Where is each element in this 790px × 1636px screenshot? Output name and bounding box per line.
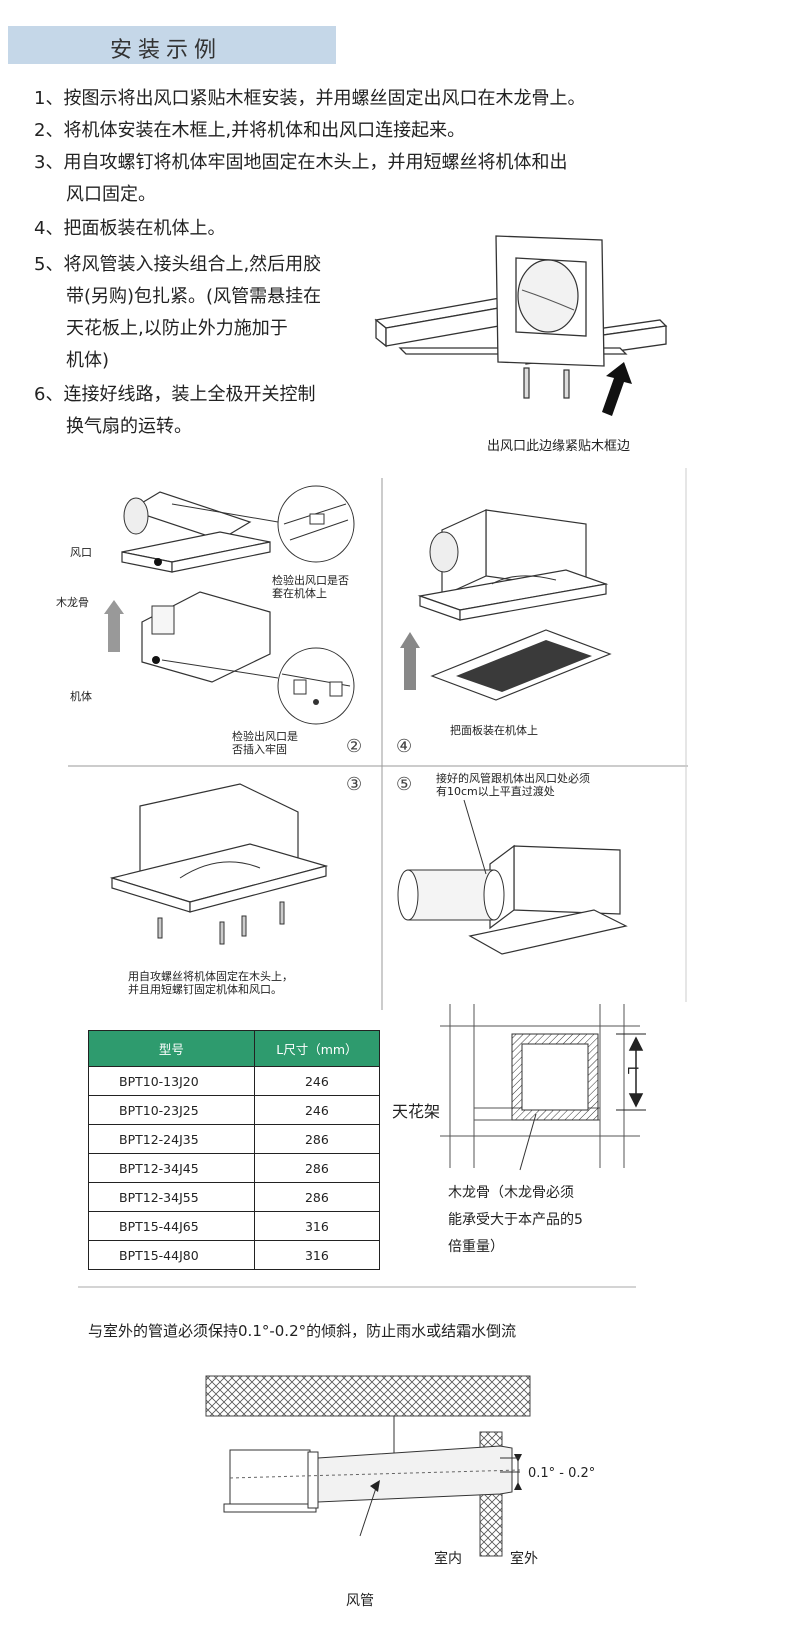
check2-line1: 检验出风口是 <box>232 730 298 743</box>
panel4-number: ④ <box>396 736 413 757</box>
panel3-number: ③ <box>346 774 363 795</box>
cell-size: 286 <box>253 1182 381 1212</box>
page-title: 安装示例 <box>110 38 223 63</box>
check2-line2: 否插入牢固 <box>232 743 287 756</box>
step-5: 5、将风管装入接头组合上,然后用胶 <box>34 254 322 275</box>
panel5-number: ⑤ <box>396 774 413 795</box>
step-3-cont: 风口固定。 <box>66 184 156 205</box>
joist-note-2: 能承受大于本产品的5 <box>448 1212 583 1228</box>
cell-size: 286 <box>253 1124 381 1154</box>
fig1-caption: 出风口此边缘紧贴木框边 <box>487 439 631 454</box>
panel5-caption-1: 接好的风管跟机体出风口处必须 <box>436 772 590 785</box>
cell-model: BPT12-24J35 <box>88 1124 255 1154</box>
panel5-illustration <box>397 799 628 955</box>
cell-model: BPT12-34J55 <box>88 1182 255 1212</box>
joist-note-3: 倍重量） <box>448 1239 504 1255</box>
step-2: 2、将机体安装在木框上,并将机体和出风口连接起来。 <box>34 120 466 141</box>
cell-model: BPT10-13J20 <box>88 1066 255 1096</box>
cell-model: BPT12-34J45 <box>88 1153 255 1183</box>
label-outlet: 风口 <box>70 546 92 559</box>
duct-label: 风管 <box>346 1593 374 1609</box>
slope-note: 与室外的管道必须保持0.1°-0.2°的倾斜，防止雨水或结霜水倒流 <box>88 1322 517 1340</box>
title-banner <box>8 26 336 64</box>
label-joist: 木龙骨 <box>56 596 89 609</box>
panel2-illustration <box>104 491 279 683</box>
panel3-caption-2: 并且用短螺钉固定机体和风口。 <box>128 983 282 996</box>
joist-note-1: 木龙骨（木龙骨必须 <box>448 1185 574 1201</box>
step-5-cont3: 机体) <box>66 350 110 371</box>
panel3-illustration <box>109 783 329 945</box>
dim-label: L <box>623 1066 640 1074</box>
panel4-caption: 把面板装在机体上 <box>450 724 538 737</box>
step-1: 1、按图示将出风口紧贴木框安装，并用螺丝固定出风口在木龙骨上。 <box>34 88 586 109</box>
cell-model: BPT15-44J80 <box>88 1240 255 1270</box>
cell-size: 286 <box>253 1153 381 1183</box>
step-5-cont2: 天花板上,以防止外力施加于 <box>66 318 288 339</box>
cell-model: BPT15-44J65 <box>88 1211 255 1241</box>
panel2-number: ② <box>346 736 363 757</box>
step-3: 3、用自攻螺钉将机体牢固地固定在木头上，并用短螺丝将机体和出 <box>34 152 568 173</box>
label-body: 机体 <box>70 690 92 703</box>
panel4-illustration <box>400 509 612 701</box>
frame-label: 天花架 <box>392 1102 441 1121</box>
step-6-cont: 换气扇的运转。 <box>66 416 192 437</box>
panel2-detail-bottom <box>277 647 355 725</box>
panel3-caption-1: 用自攻螺丝将机体固定在木头上， <box>128 970 293 983</box>
panel2-detail-top <box>277 485 355 563</box>
step-5-cont1: 带(另购)包扎紧。(风管需悬挂在 <box>66 286 322 307</box>
cell-size: 246 <box>253 1066 381 1096</box>
cell-model: BPT10-23J25 <box>88 1095 255 1125</box>
check1-line1: 检验出风口是否 <box>272 574 349 587</box>
outlet-install-illustration <box>374 235 668 416</box>
check1-line2: 套在机体上 <box>272 587 327 600</box>
duct-angle-label: 0.1° - 0.2° <box>528 1466 596 1481</box>
indoor-label: 室内 <box>434 1551 462 1567</box>
step-6: 6、连接好线路，装上全极开关控制 <box>34 384 316 405</box>
ceiling-frame-diagram <box>440 1004 646 1171</box>
cell-size: 316 <box>253 1240 381 1270</box>
header-size: L尺寸（mm） <box>253 1030 381 1067</box>
outdoor-label: 室外 <box>510 1551 538 1567</box>
table-header-row: 型号 L尺寸（mm） <box>88 1030 381 1067</box>
step-4: 4、把面板装在机体上。 <box>34 218 226 239</box>
duct-slope-diagram <box>205 1375 531 1557</box>
panel5-caption-2: 有10cm以上平直过渡处 <box>436 785 555 798</box>
cell-size: 316 <box>253 1211 381 1241</box>
cell-size: 246 <box>253 1095 381 1125</box>
header-model: 型号 <box>88 1030 255 1067</box>
